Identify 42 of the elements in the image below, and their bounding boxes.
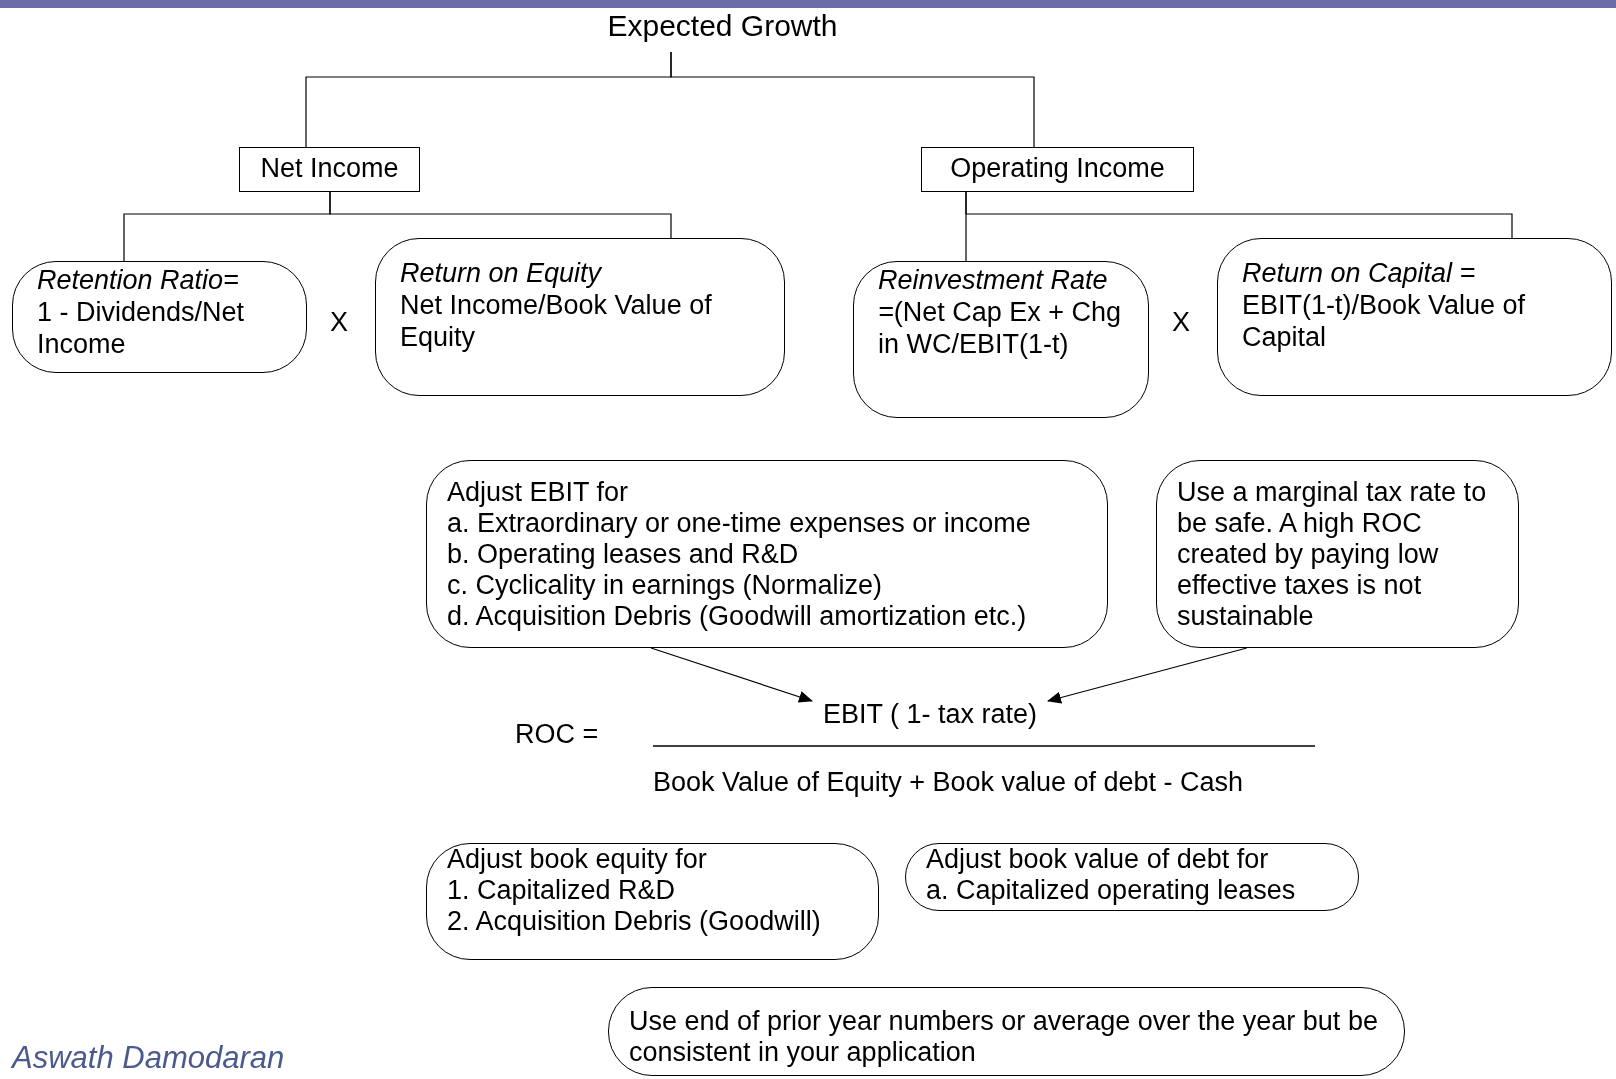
formula-text: EBIT ( 1- tax rate) <box>812 697 1048 731</box>
arrow <box>650 647 813 703</box>
connector-line <box>965 191 1513 239</box>
arrow <box>1047 647 1248 704</box>
box-text: Use end of prior year numbers or average over the year but be consistent in your application <box>629 1006 1379 1068</box>
rounded-box <box>426 460 1108 648</box>
box-text: Net Income <box>260 152 399 184</box>
box-text: Net Income/Book Value of Equity <box>400 289 713 353</box>
box-text: 2. Acquisition Debris (Goodwill) <box>447 906 821 937</box>
rounded-box <box>12 261 307 373</box>
box-text: Use a marginal tax rate to be safe. A high ROC created by paying low effective taxes is not sustainable <box>1177 477 1488 632</box>
rounded-box <box>1217 238 1612 396</box>
rounded-box <box>853 261 1149 418</box>
rounded-box <box>375 238 785 396</box>
box-text: Reinvestment Rate =(Net Cap Ex + Chg in WC/EBIT(1-t) <box>878 264 1123 360</box>
box-heading: Return on Equity <box>400 257 602 289</box>
rounded-box <box>426 843 879 960</box>
box-text: 1. Capitalized R&D <box>447 875 676 906</box>
author-text: Aswath Damodaran <box>12 1040 285 1076</box>
box-text: b. Operating leases and R&D <box>447 539 799 570</box>
box-text: a. Extraordinary or one-time expenses or income <box>447 508 1031 539</box>
box-text: a. Capitalized operating leases <box>926 875 1296 906</box>
box-text: c. Cyclicality in earnings (Normalize) <box>447 570 883 601</box>
process-box <box>239 147 420 192</box>
connector-line <box>670 51 1035 148</box>
heading-text: Expected Growth <box>575 8 870 44</box>
box-heading: Adjust book value of debt for <box>926 844 1269 875</box>
box-heading: Retention Ratio= <box>37 264 239 296</box>
box-text: Operating Income <box>950 152 1165 184</box>
multiply-sign: X <box>1172 306 1190 338</box>
box-heading: Adjust EBIT for <box>447 477 629 508</box>
box-heading: Return on Capital = <box>1242 257 1476 289</box>
process-box <box>921 147 1194 192</box>
box-heading: Adjust book equity for <box>447 844 707 875</box>
connector-line <box>329 191 672 239</box>
box-text: EBIT(1-t)/Book Value of Capital <box>1242 289 1527 353</box>
box-text: 1 - Dividends/Net Income <box>37 296 246 360</box>
multiply-sign: X <box>330 306 348 338</box>
box-text: d. Acquisition Debris (Goodwill amortization etc.) <box>447 601 1027 632</box>
formula-text: ROC = <box>515 718 599 750</box>
formula-text: Book Value of Equity + Book value of debt - Cash <box>653 766 1244 798</box>
rounded-box <box>1156 460 1519 648</box>
